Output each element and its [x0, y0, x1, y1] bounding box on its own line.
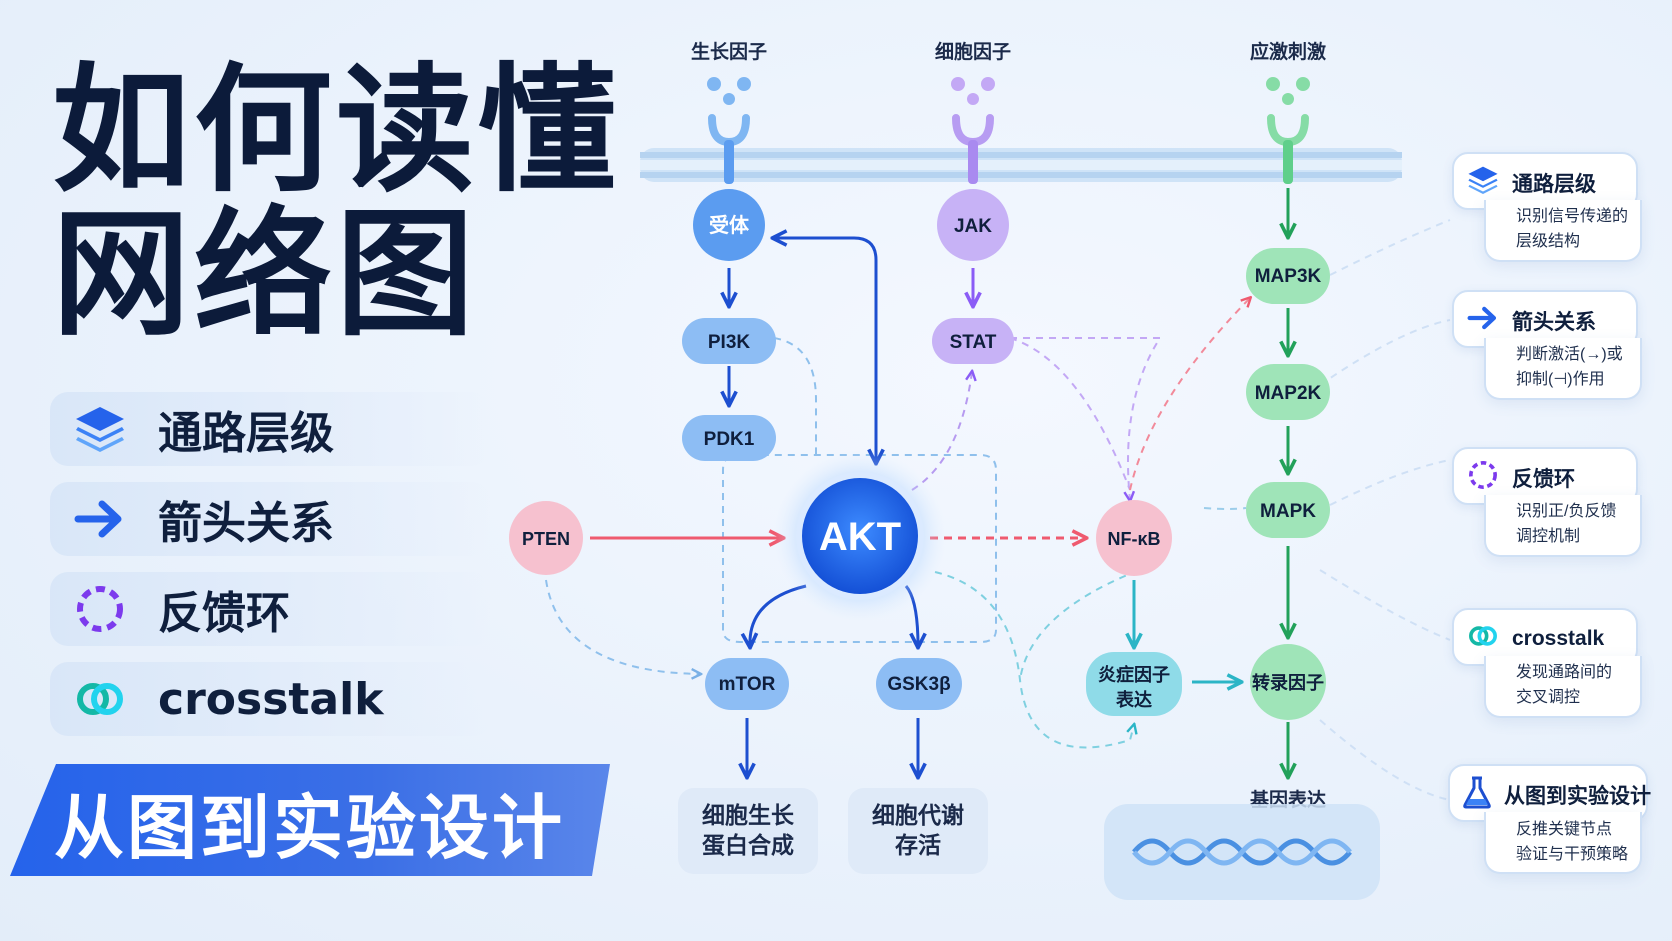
card-experiment-desc2: 验证与干预策略	[1516, 846, 1629, 863]
solid-links	[590, 188, 1288, 776]
svg-text:MAP3K: MAP3K	[1255, 266, 1322, 287]
card-arrow-body	[1484, 338, 1642, 400]
cell-membrane	[640, 148, 1402, 182]
svg-text:JAK: JAK	[954, 216, 992, 237]
card-arrow-header: 箭头关系	[1466, 301, 1596, 340]
legend-label-arrow: 箭头关系	[158, 498, 334, 549]
legend-item-layers: 通路层级	[50, 392, 490, 466]
arrow-right-icon	[1466, 301, 1500, 340]
card-layers-header: 通路层级	[1466, 163, 1596, 202]
card-experiment-body	[1484, 812, 1642, 874]
dna-icon	[1104, 804, 1380, 900]
legend-item-crosstalk: crosstalk	[50, 662, 490, 736]
node-nfkb: NF-κB	[1096, 500, 1172, 576]
svg-text:PDK1: PDK1	[704, 429, 755, 450]
svg-text:PI3K: PI3K	[708, 332, 751, 353]
node-transcription-factor: 转录因子	[1250, 644, 1326, 720]
card-experiment-title: 从图到实验设计	[1504, 784, 1651, 808]
dashed-ring-icon	[1466, 458, 1500, 497]
legend-label-layers: 通路层级	[158, 408, 334, 459]
card-experiment-header: 从图到实验设计	[1462, 775, 1651, 814]
card-layers-desc2: 层级结构	[1516, 233, 1581, 250]
card-feedback-header: 反馈环	[1466, 458, 1575, 497]
card-feedback-desc2: 调控机制	[1516, 528, 1581, 545]
svg-text:PTEN: PTEN	[522, 529, 570, 549]
output-cell-growth-line2: 蛋白合成	[702, 832, 794, 858]
node-mapk: MAPK	[1246, 482, 1330, 538]
node-receptor: 受体	[693, 189, 765, 261]
svg-text:mTOR: mTOR	[719, 674, 776, 695]
bottom-banner	[10, 764, 610, 876]
card-crosstalk-body	[1484, 656, 1642, 718]
legend-item-feedback: 反馈环	[50, 572, 490, 646]
flask-icon	[1462, 775, 1492, 814]
node-pten: PTEN	[509, 501, 583, 575]
svg-text:MAP2K: MAP2K	[1255, 383, 1322, 404]
svg-text:NF-κB: NF-κB	[1107, 529, 1160, 549]
output-cell-growth-line1: 细胞生长	[702, 802, 794, 828]
ligand-stress	[1266, 77, 1310, 184]
signal-stress-label: 应激刺激	[1250, 40, 1326, 63]
legend-label-feedback: 反馈环	[158, 588, 290, 639]
card-feedback-title: 反馈环	[1512, 467, 1575, 491]
output-cell-metabolism: 细胞代谢 存活	[848, 788, 988, 874]
svg-text:转录因子: 转录因子	[1252, 672, 1324, 693]
node-mtor: mTOR	[705, 658, 789, 710]
node-gsk3b: GSK3β	[876, 658, 962, 710]
layers-icon	[72, 401, 128, 457]
arrow-right-icon	[72, 491, 128, 547]
node-stat: STAT	[932, 318, 1014, 364]
layers-icon	[1466, 163, 1500, 202]
node-akt: AKT	[774, 450, 946, 622]
node-jak: JAK	[937, 189, 1009, 261]
card-arrow-desc1: 判断激活(→)或	[1516, 346, 1623, 363]
output-cell-metabolism-line2: 存活	[895, 832, 941, 858]
card-crosstalk-desc1: 发现通路间的	[1516, 664, 1613, 681]
link-icon	[72, 671, 128, 727]
svg-text:炎症因子: 炎症因子	[1098, 664, 1170, 685]
card-arrow-desc2: 抑制(⊣)作用	[1516, 371, 1605, 388]
node-pdk1: PDK1	[682, 415, 776, 461]
card-feedback-body	[1484, 495, 1642, 557]
card-crosstalk-title: crosstalk	[1512, 626, 1605, 650]
ligand-growth	[707, 77, 751, 184]
node-map2k: MAP2K	[1246, 364, 1330, 420]
card-crosstalk-header: crosstalk	[1466, 619, 1604, 658]
card-crosstalk-desc2: 交叉调控	[1516, 689, 1581, 706]
card-arrow-title: 箭头关系	[1512, 310, 1596, 334]
legend-item-arrow: 箭头关系	[50, 482, 490, 556]
dashed-ring-icon	[72, 581, 128, 637]
page-title-line1: 如何读懂	[52, 50, 621, 211]
svg-text:MAPK: MAPK	[1260, 501, 1316, 522]
link-icon	[1466, 619, 1500, 658]
legend-label-crosstalk: crosstalk	[158, 673, 384, 725]
node-map3k: MAP3K	[1246, 248, 1330, 304]
svg-text:AKT: AKT	[819, 515, 901, 559]
node-inflammatory: 炎症因子 表达	[1086, 652, 1182, 716]
svg-text:受体: 受体	[709, 213, 750, 237]
svg-text:GSK3β: GSK3β	[887, 674, 950, 695]
card-layers-body	[1484, 200, 1642, 262]
output-cell-growth: 细胞生长 蛋白合成	[678, 788, 818, 874]
svg-text:表达: 表达	[1116, 689, 1152, 710]
output-cell-metabolism-line1: 细胞代谢	[872, 802, 964, 828]
signal-cytokine-label: 细胞因子	[935, 40, 1011, 63]
card-experiment-desc1: 反推关键节点	[1516, 821, 1613, 838]
page-title-line2: 网络图	[52, 194, 479, 355]
card-layers-title: 通路层级	[1512, 172, 1596, 196]
svg-text:STAT: STAT	[950, 332, 997, 353]
signal-growth-label: 生长因子	[691, 40, 767, 63]
node-pi3k: PI3K	[682, 318, 776, 364]
card-feedback-desc1: 识别正/负反馈	[1516, 503, 1617, 520]
ligand-cytokine	[951, 77, 995, 184]
card-layers-desc1: 识别信号传递的	[1516, 208, 1629, 225]
banner-text: 从图到实验设计	[54, 787, 565, 869]
